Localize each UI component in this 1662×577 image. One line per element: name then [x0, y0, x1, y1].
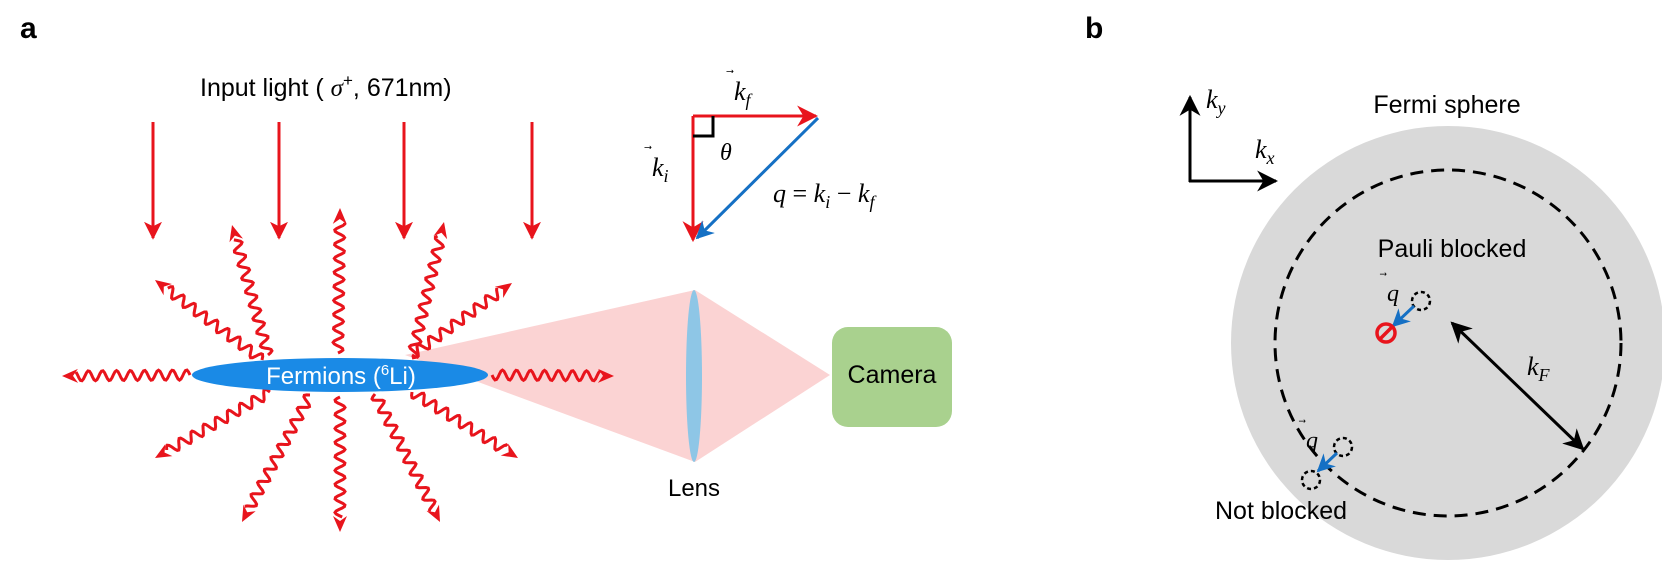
photon-wave — [74, 368, 192, 383]
allowed-q-vector — [1316, 451, 1339, 473]
photon-wave — [490, 368, 602, 383]
blocked-q-vector — [1391, 304, 1416, 328]
photon-wave — [232, 238, 274, 357]
photon-arrowhead — [597, 368, 614, 383]
ki-label: ki — [652, 153, 669, 186]
fermion-cloud — [192, 358, 488, 392]
allowed-transition: q ⃗ — [1298, 419, 1354, 491]
input-light-label: Input light ( σ+, 671nm) — [200, 71, 452, 102]
photon-wave — [244, 393, 312, 508]
fermi-sphere-label: Fermi sphere — [1373, 91, 1520, 119]
photon-arrowhead — [155, 280, 172, 296]
photon-wave — [331, 222, 347, 355]
photon-arrowhead — [155, 444, 173, 458]
fermions-label: Fermions (6Li) — [266, 362, 416, 390]
camera-box — [832, 327, 952, 427]
blocked-symbol — [1375, 322, 1397, 344]
photon-wave — [410, 391, 509, 452]
kF-radius-arrow — [1450, 321, 1585, 451]
ki-vec-arrow: ⃗ — [644, 145, 652, 150]
lens — [686, 290, 702, 462]
photon-arrowhead — [433, 222, 448, 240]
photon-wave — [165, 387, 271, 452]
photon-wave — [370, 393, 437, 512]
photon-arrowhead — [494, 283, 512, 298]
photon-arrowhead — [426, 504, 440, 522]
pauli-blocked-label: Pauli blocked — [1378, 235, 1527, 263]
photon-wave — [407, 234, 446, 360]
allowed-q-label: q — [1306, 428, 1318, 454]
kx-label: kx — [1255, 135, 1275, 168]
ky-label: ky — [1206, 85, 1226, 118]
panel-b-label: b — [1085, 12, 1103, 45]
lens-label: Lens — [668, 475, 720, 502]
photon-arrowhead — [229, 225, 243, 243]
photon-arrowhead — [333, 516, 347, 532]
kf-vec-arrow: ⃗ — [726, 69, 734, 74]
input-light-arrows — [144, 122, 541, 240]
kF-label: kF — [1527, 352, 1551, 385]
photon-arrowhead — [332, 208, 347, 225]
q-equation: q = ki − kf — [773, 179, 877, 212]
theta-label: θ — [720, 140, 732, 166]
q-vector — [695, 116, 820, 240]
panel-a: a Input light ( σ+, 671nm) Fermions (6Li… — [20, 12, 952, 532]
right-angle-mark — [693, 116, 715, 138]
photon-wave — [333, 395, 347, 519]
scattered-photons — [62, 208, 614, 532]
photon-arrowhead — [242, 504, 256, 522]
blocked-final-state — [1410, 290, 1432, 312]
momentum-diagram: kf ⃗ ki ⃗ θ q = ki − kf — [644, 69, 877, 243]
not-blocked-label: Not blocked — [1215, 497, 1347, 525]
panel-a-label: a — [20, 12, 37, 45]
photon-wave — [411, 287, 500, 359]
camera-label: Camera — [848, 361, 937, 389]
blocked-q-label: q — [1387, 281, 1399, 307]
panel-b: b ky kx Fermi sphere Pauli blocked q ⃗ — [1085, 12, 1662, 560]
fermi-surface — [1273, 168, 1623, 518]
blocked-slash — [1378, 325, 1394, 341]
allowed-final-state — [1300, 469, 1322, 491]
fermi-sphere — [1231, 126, 1662, 560]
photon-arrowhead — [62, 368, 79, 383]
photon-arrowhead — [500, 443, 518, 458]
collection-cone — [405, 290, 830, 462]
kf-label: kf — [734, 77, 754, 110]
photon-wave — [167, 285, 265, 361]
allowed-initial-state — [1332, 436, 1354, 458]
blocked-transition: q ⃗ — [1375, 272, 1432, 344]
